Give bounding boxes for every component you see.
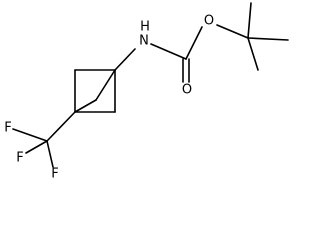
bond-cf3-fluorine-3 bbox=[46, 140, 54, 168]
atom-label-ester-oxygen: O bbox=[204, 14, 214, 29]
bond-tbutyl-methyl-bottom bbox=[247, 37, 259, 71]
atom-label-hydrogen: H bbox=[140, 20, 150, 35]
bond-bridgehead-cf3 bbox=[46, 111, 76, 142]
bond-nitrogen-carbonyl bbox=[150, 43, 187, 60]
bond-ester-oxygen-tbutyl bbox=[216, 24, 249, 39]
atom-label-fluorine-1: F bbox=[4, 121, 11, 136]
bond-carbonyl-ester-oxygen bbox=[185, 26, 203, 60]
bond-cf3-fluorine-2 bbox=[25, 140, 48, 154]
bond-tbutyl-methyl-right bbox=[247, 37, 289, 41]
bond-bridgehead-nitrogen bbox=[114, 48, 136, 71]
atom-label-carbonyl-oxygen: O bbox=[182, 83, 192, 98]
bond-cage-bridge-front bbox=[95, 69, 116, 101]
atom-label-nitrogen: N bbox=[139, 34, 149, 49]
atom-label-fluorine-3: F bbox=[51, 167, 58, 182]
bond-tbutyl-methyl-top bbox=[247, 2, 252, 39]
structure-diagram: H N O O F F F bbox=[4, 2, 289, 182]
atom-label-fluorine-2: F bbox=[16, 151, 23, 166]
bond-cage-bridge-back bbox=[74, 99, 97, 113]
bond-cf3-fluorine-1 bbox=[12, 128, 48, 142]
